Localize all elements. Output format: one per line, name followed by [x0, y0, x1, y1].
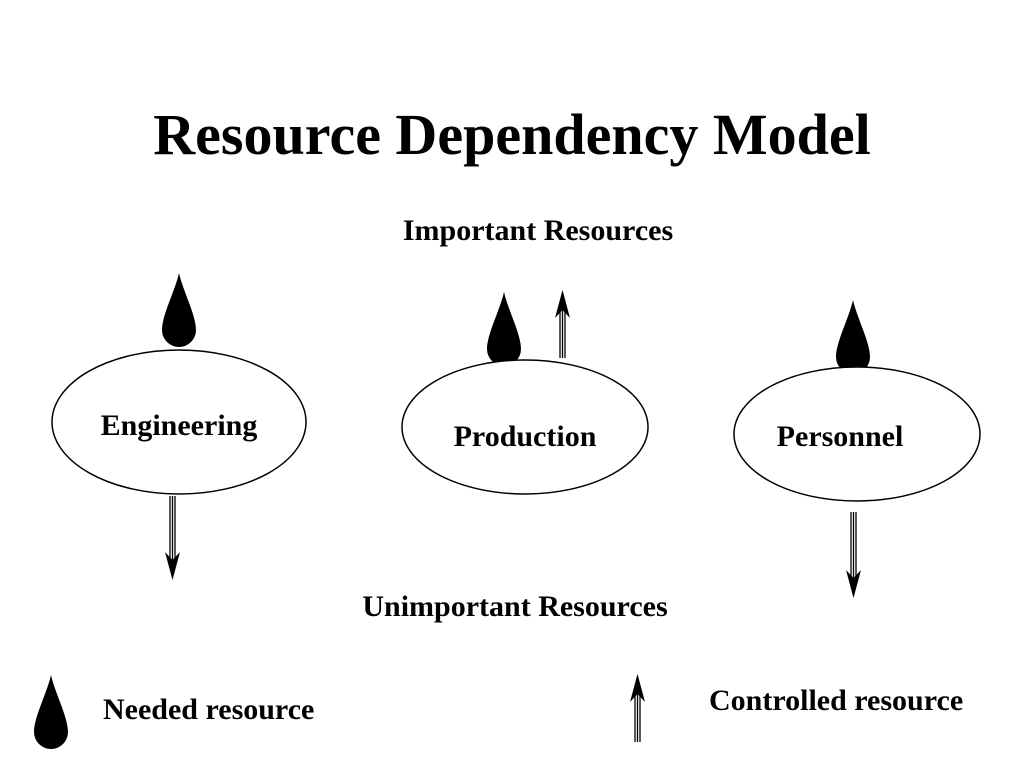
needed-resource-drop-icon: [836, 300, 870, 374]
controlled-resource-up-arrow-icon: [555, 290, 570, 358]
department-engineering: Engineering: [51, 273, 307, 580]
important-resources-label: Important Resources: [403, 214, 673, 247]
needed-resource-drop-icon: [487, 292, 521, 366]
legend-needed: Needed resource: [34, 675, 314, 749]
needed-resource-drop-icon: [162, 273, 196, 347]
arrow-up-icon: [630, 674, 645, 742]
department-production: Production: [401, 290, 649, 495]
drop-icon: [34, 675, 68, 749]
controlled-resource-down-arrow-icon: [165, 496, 180, 580]
department-ellipse: [401, 359, 649, 495]
legend-needed-label: Needed resource: [103, 693, 314, 726]
legend-controlled: Controlled resource: [630, 674, 963, 742]
diagram-title: Resource Dependency Model: [153, 102, 870, 167]
legend: Needed resource Controlled resource: [34, 674, 963, 749]
department-ellipse: [733, 366, 981, 502]
department-personnel: Personnel: [733, 300, 981, 598]
department-label: Engineering: [101, 409, 258, 442]
legend-controlled-label: Controlled resource: [709, 684, 963, 717]
department-label: Personnel: [777, 420, 904, 453]
department-label: Production: [454, 420, 597, 453]
controlled-resource-down-arrow-icon: [846, 512, 861, 598]
unimportant-resources-label: Unimportant Resources: [362, 590, 667, 623]
department-ellipse: [51, 349, 307, 495]
